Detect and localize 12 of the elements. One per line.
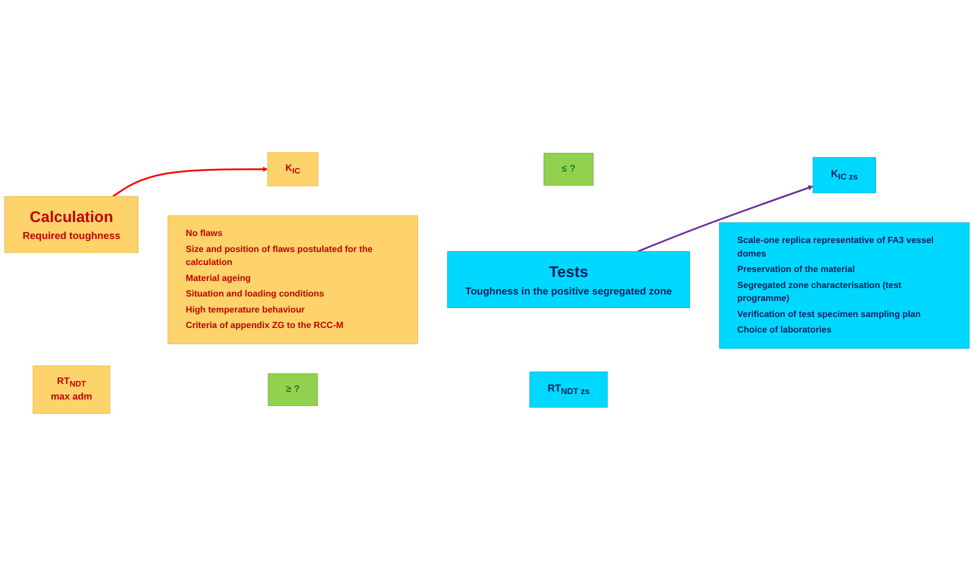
node-box: ≤ ? <box>544 152 594 186</box>
node-box: K$_{IC}$ <box>267 152 318 186</box>
node-box: K$_{IC zs}$ <box>812 157 876 194</box>
node-box: RT$_{NDT}$ max adm <box>32 366 110 414</box>
node-box: Scale-one replica representative of FA3 vessel domes Preservation of the material Segregated zone characterisation (test programme) Verification of test specimen sampling plan Choice of laboratories <box>719 222 970 349</box>
node-box: Tests Toughness in the positive segregated zone <box>447 251 690 308</box>
node-box: Calculation Required toughness <box>4 196 138 253</box>
node-box: RT$_{NDT zs}$ <box>529 372 608 408</box>
node-box: ≥ ? <box>268 373 318 406</box>
arrow <box>112 166 268 198</box>
node-box: No flaws Size and position of flaws postulated for the calculation Material ageing Situation and loading conditions High temperature behaviour Criteria of appendix ZG to the RCC-M <box>168 215 418 344</box>
arrow <box>638 185 814 252</box>
